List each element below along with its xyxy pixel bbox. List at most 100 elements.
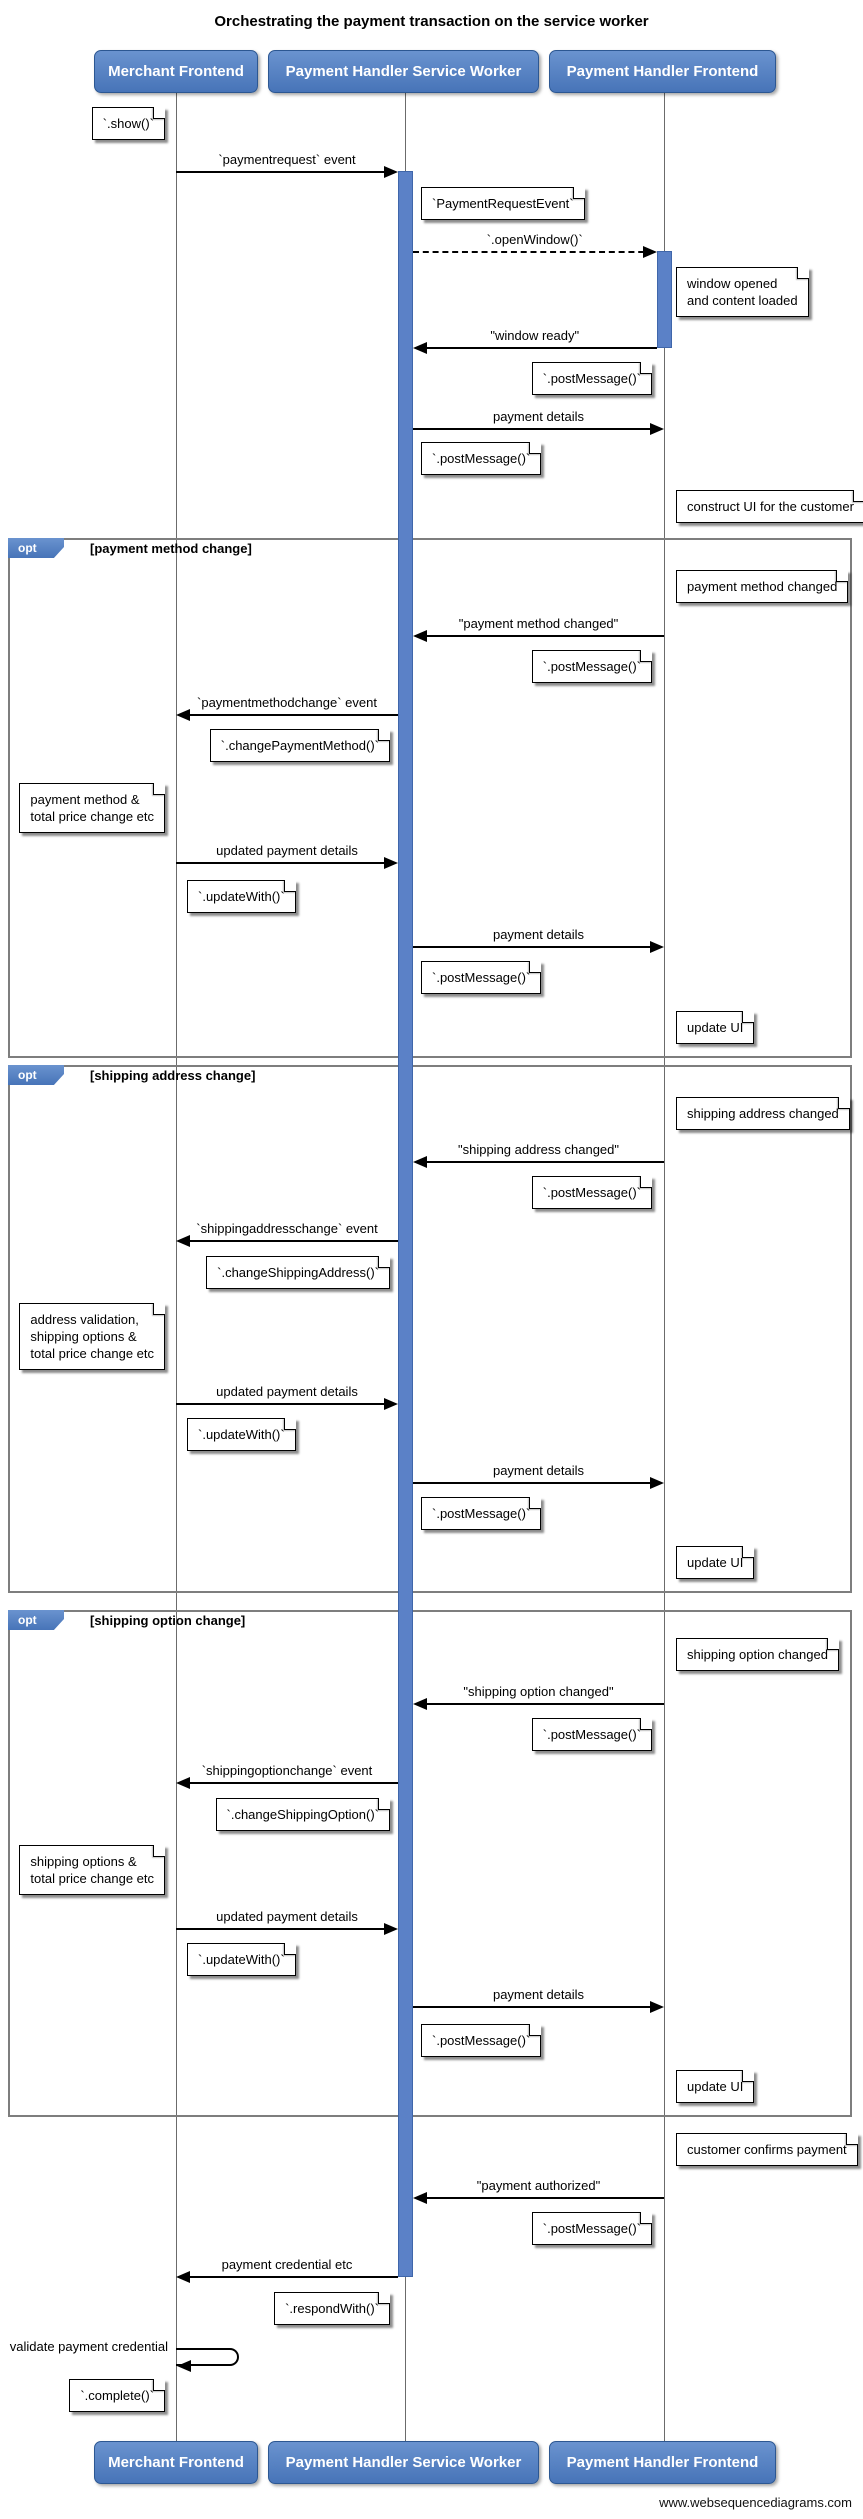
note-fold-corner-icon [153,107,165,119]
note-11: `.updateWith()` [187,880,296,913]
note-text-line: `.complete()` [80,2388,154,2403]
activation-bar-payment-handler-service-worker [398,171,413,2277]
self-message-label: validate payment credential [9,2339,168,2354]
opt-frame-tab: opt [8,538,64,558]
note-text-line: update UI [687,1020,744,1035]
note-16: `.changeShippingAddress()` [206,1256,390,1289]
note-text-line: `.show()` [102,116,154,131]
note-text-line: update UI [687,2079,744,2094]
note-fold-corner-icon [153,783,165,795]
note-28: customer confirms payment [676,2133,858,2166]
note-21: shipping option changed [676,1638,839,1671]
note-fold-corner-icon [640,362,652,374]
message-16-line [413,2006,661,2008]
message-7-label: updated payment details [216,843,358,858]
message-18-arrowhead [176,2271,190,2283]
note-fold-corner-icon [529,1497,542,1509]
opt-frame-guard: [shipping option change] [90,1613,246,1628]
note-fold-corner-icon [640,1176,652,1188]
message-8-label: payment details [492,927,585,942]
note-text-line: window opened [687,276,778,291]
message-16-label: payment details [492,1987,585,2002]
note-fold-corner-icon [640,2212,652,2224]
message-7-arrowhead [384,857,398,869]
note-fold-corner-icon [378,1256,390,1268]
note-5: `.postMessage()` [421,442,542,475]
activation-bar-payment-handler-frontend [656,251,672,348]
note-text-line: `PaymentRequestEvent` [432,196,574,211]
actor-box-merchant-frontend-top: Merchant Frontend [94,50,258,93]
note-9: `.changePaymentMethod()` [209,729,390,762]
message-1-label: `paymentrequest` event [218,152,356,167]
lifeline-payment-handler-frontend [663,93,665,2441]
actor-box-merchant-frontend-bottom: Merchant Frontend [94,2441,258,2484]
message-3-line [416,347,657,349]
note-8: `.postMessage()` [531,650,652,683]
message-17-arrowhead [413,2192,427,2204]
message-10-arrowhead [176,1235,190,1247]
note-text-line: `.changeShippingOption()` [226,1807,379,1822]
message-10-label: `shippingaddresschange` event [196,1221,378,1236]
note-fold-corner-icon [796,267,809,279]
message-9-arrowhead [413,1156,427,1168]
note-text-line: `.postMessage()` [542,2221,641,2236]
message-13-label: "shipping option changed" [463,1684,614,1699]
message-4-label: payment details [492,409,585,424]
note-text-line: total price change etc [30,1871,154,1886]
note-fold-corner-icon [153,1845,165,1857]
note-fold-corner-icon [845,2133,858,2145]
opt-frame-tab: opt [8,1610,64,1630]
note-fold-corner-icon [640,650,652,662]
note-3: window opened and content loaded [676,267,809,317]
note-13: update UI [676,1011,755,1044]
message-2-line [413,251,654,253]
note-fold-corner-icon [378,1798,390,1810]
note-19: `.postMessage()` [421,1497,542,1530]
note-22: `.postMessage()` [531,1718,652,1751]
message-4-arrowhead [650,423,664,435]
note-31: `.complete()` [69,2379,165,2412]
note-fold-corner-icon [529,2024,542,2036]
note-18: `.updateWith()` [187,1418,296,1451]
note-fold-corner-icon [836,570,849,582]
message-2-label: `.openWindow()` [486,232,583,247]
message-10-line [179,1240,398,1242]
note-fold-corner-icon [572,187,585,199]
message-6-label: `paymentmethodchange` event [197,695,377,710]
message-14-arrowhead [176,1777,190,1789]
note-12: `.postMessage()` [421,961,542,994]
opt-frame-1: opt [payment method change] [8,538,852,1058]
note-text-line: `.postMessage()` [432,2033,531,2048]
note-fold-corner-icon [283,880,296,892]
note-text-line: and content loaded [687,293,798,308]
note-text-line: `.updateWith()` [198,889,285,904]
note-text-line: `.changeShippingAddress()` [217,1265,379,1280]
lifeline-merchant-frontend [175,93,177,2441]
actor-box-payment-handler-frontend-top: Payment Handler Frontend [549,50,776,93]
message-1-arrowhead [384,166,398,178]
note-text-line: `.postMessage()` [432,451,531,466]
note-text-line: update UI [687,1555,744,1570]
opt-frame-guard: [payment method change] [90,541,252,556]
message-15-label: updated payment details [216,1909,358,1924]
actor-box-payment-handler-service-worker-bottom: Payment Handler Service Worker [268,2441,539,2484]
note-fold-corner-icon [826,1638,839,1650]
note-text-line: `.updateWith()` [198,1427,285,1442]
message-12-label: payment details [492,1463,585,1478]
note-text-line: `.postMessage()` [542,371,641,386]
message-5-line [416,635,664,637]
note-fold-corner-icon [153,1303,165,1315]
note-text-line: `.postMessage()` [542,1185,641,1200]
note-fold-corner-icon [283,1418,296,1430]
note-text-line: `.postMessage()` [542,659,641,674]
note-29: `.postMessage()` [531,2212,652,2245]
message-17-line [416,2197,664,2199]
note-27: update UI [676,2070,755,2103]
message-16-arrowhead [650,2001,664,2013]
message-13-line [416,1703,664,1705]
note-text-line: shipping options & [30,1329,137,1344]
message-17-label: "payment authorized" [476,2178,601,2193]
note-text-line: payment method & [30,792,140,807]
message-12-line [413,1482,661,1484]
